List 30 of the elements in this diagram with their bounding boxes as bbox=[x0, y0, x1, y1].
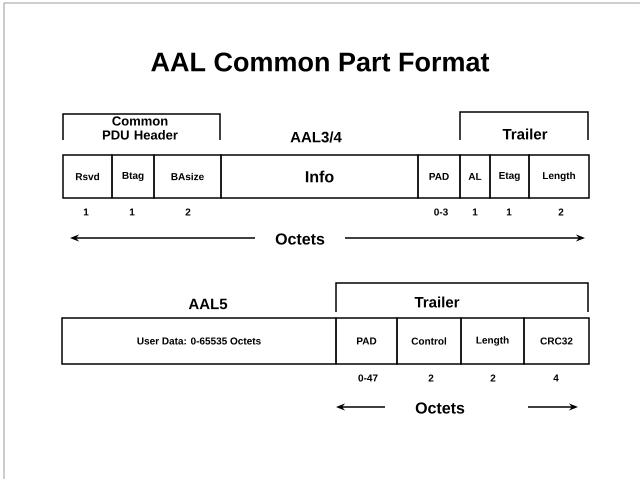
field-box: User Data: 0-65535 Octets bbox=[61, 317, 337, 365]
bracket-label: Common PDU Header bbox=[102, 116, 178, 140]
field-box: Rsvd bbox=[62, 154, 113, 199]
size-label: 1 bbox=[506, 208, 512, 216]
size-label: 2 bbox=[428, 374, 434, 382]
axis-label: Octets bbox=[276, 233, 324, 245]
size-label: 2 bbox=[186, 208, 190, 216]
size-label: 2 bbox=[490, 374, 496, 382]
field-box: Length bbox=[528, 154, 590, 199]
bracket-label: Trailer bbox=[414, 296, 460, 308]
size-label: 1 bbox=[130, 208, 134, 216]
size-label: 1 bbox=[472, 208, 478, 216]
size-label: 2 bbox=[558, 208, 564, 216]
field-box: AL bbox=[459, 154, 491, 199]
field-box: Control bbox=[396, 317, 462, 365]
title: AAL Common Part Format bbox=[151, 52, 490, 72]
size-label: 0-3 bbox=[434, 208, 448, 216]
field-box: Etag bbox=[489, 154, 530, 199]
field-box: PAD bbox=[417, 154, 461, 199]
field-box: Info bbox=[220, 154, 419, 199]
field-box: BAsize bbox=[153, 154, 222, 199]
size-label: 0-47 bbox=[358, 374, 378, 382]
field-box: Length bbox=[460, 317, 525, 365]
size-label: 4 bbox=[553, 374, 559, 382]
bracket-label: Trailer bbox=[502, 128, 548, 140]
axis-label: Octets bbox=[416, 402, 464, 414]
field-box: CRC32 bbox=[523, 317, 590, 365]
field-box: Btag bbox=[111, 154, 155, 199]
size-label: 1 bbox=[84, 208, 88, 216]
field-box: PAD bbox=[335, 317, 398, 365]
